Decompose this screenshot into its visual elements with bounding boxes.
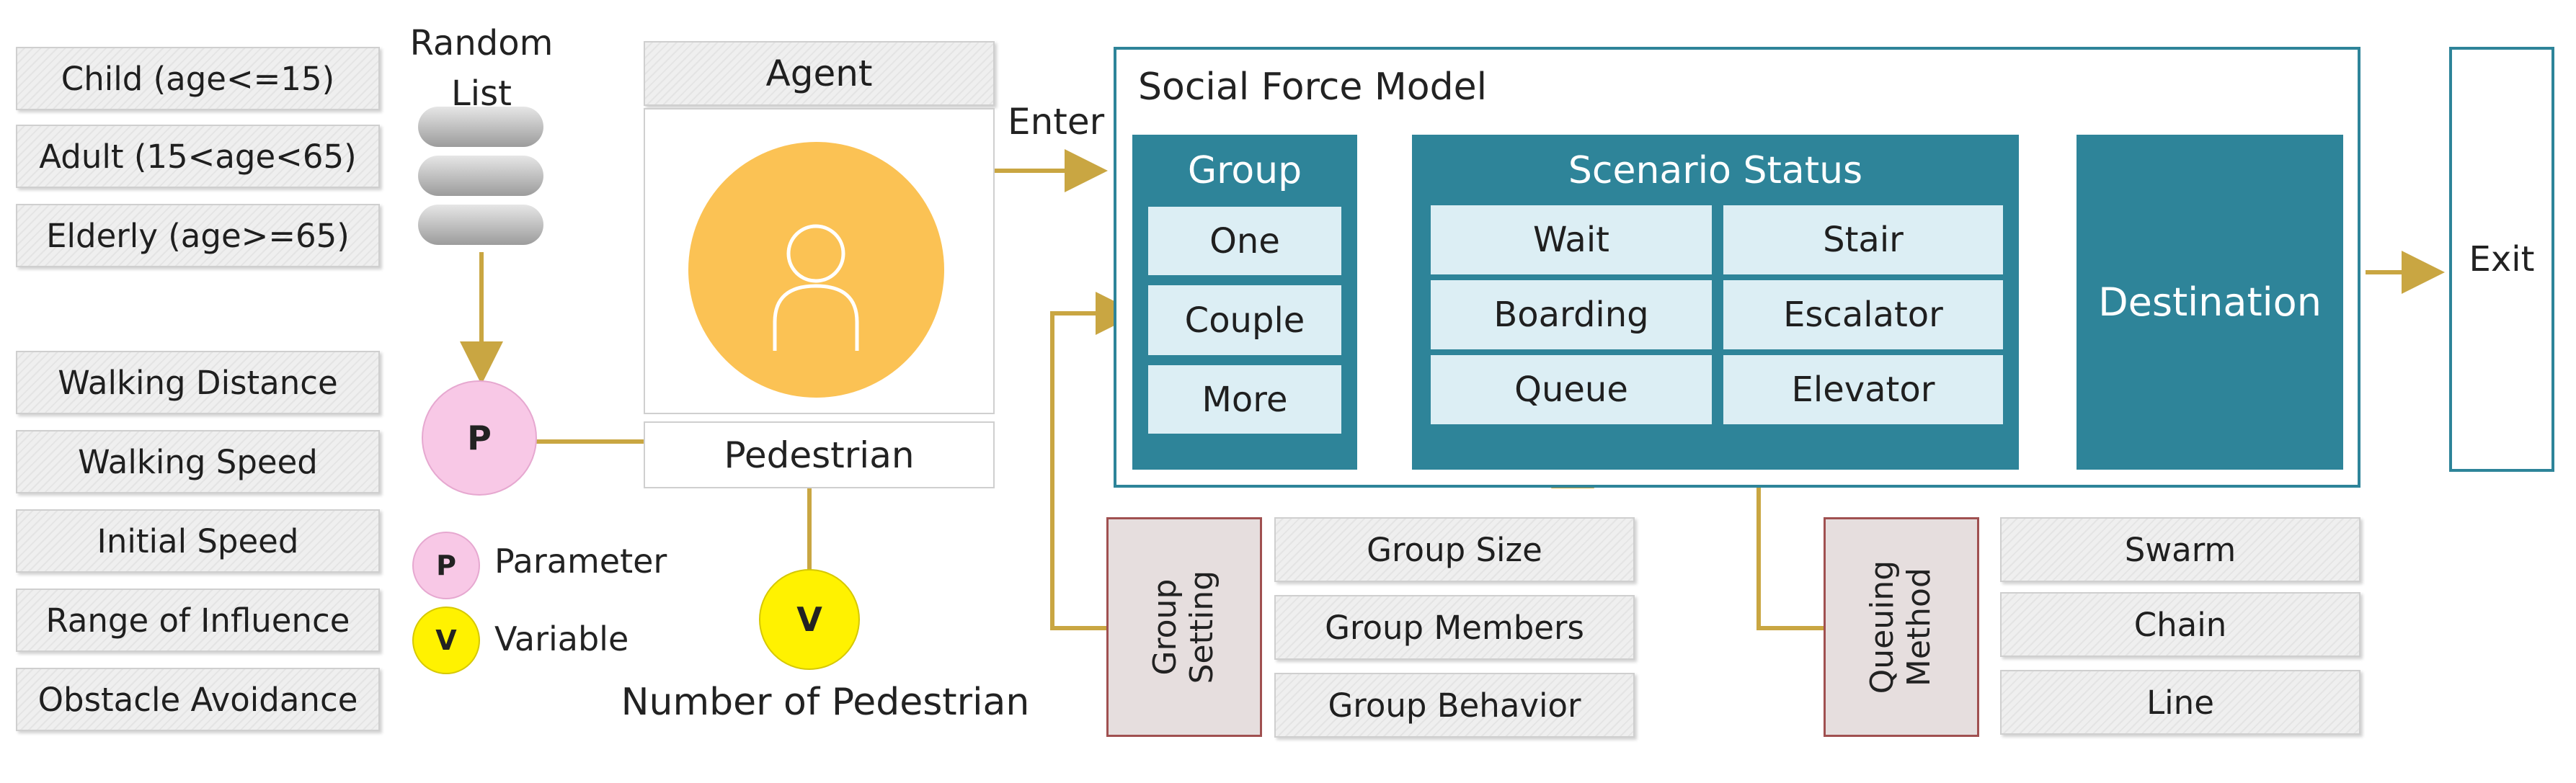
group-setting-title: Group Setting — [1147, 571, 1220, 684]
param-obstacle-avoidance: Obstacle Avoidance — [16, 668, 380, 731]
queuing-method-box: Queuing Method — [1824, 517, 1979, 737]
legend-parameter-label: Parameter — [494, 542, 667, 581]
age-group-adult: Adult (15<age<65) — [16, 125, 380, 188]
group-behavior-box: Group Behavior — [1274, 673, 1635, 738]
queuing-method-title-line1: Queuing — [1864, 560, 1901, 694]
number-of-pedestrian-label: Number of Pedestrian — [621, 681, 1030, 724]
legend-variable-symbol: V — [412, 607, 480, 674]
parameter-node: P — [422, 380, 537, 496]
random-list-label-line1: Random — [409, 23, 554, 63]
scenario-wait: Wait — [1431, 205, 1712, 274]
age-group-child: Child (age<=15) — [16, 47, 380, 110]
group-item-one: One — [1148, 207, 1341, 275]
scenario-queue: Queue — [1431, 355, 1712, 424]
age-group-elderly: Elderly (age>=65) — [16, 204, 380, 267]
scenario-status-panel: Scenario Status Wait Boarding Queue Stai… — [1412, 135, 2019, 470]
group-panel: Group One Couple More — [1132, 135, 1357, 470]
param-range-of-influence: Range of Influence — [16, 589, 380, 652]
group-size-box: Group Size — [1274, 517, 1635, 582]
chain-box: Chain — [2000, 592, 2360, 657]
pedestrian-box: Pedestrian — [644, 421, 995, 488]
scenario-escalator: Escalator — [1723, 280, 2003, 349]
legend-parameter-symbol: P — [412, 532, 480, 599]
queuing-method-title-line2: Method — [1901, 567, 1937, 687]
group-item-couple: Couple — [1148, 285, 1341, 355]
scenario-stair: Stair — [1723, 205, 2003, 274]
destination-box: Destination — [2077, 135, 2343, 470]
agent-panel — [644, 108, 995, 414]
param-walking-speed: Walking Speed — [16, 430, 380, 493]
line-box: Line — [2000, 670, 2360, 735]
scenario-status-title: Scenario Status — [1568, 149, 1863, 192]
group-item-more: More — [1148, 365, 1341, 434]
group-members-box: Group Members — [1274, 595, 1635, 660]
social-force-model-panel: Social Force Model Group One Couple More… — [1114, 47, 2360, 488]
person-icon — [773, 224, 859, 351]
group-setting-to-group-connector — [1050, 292, 1139, 630]
param-walking-distance: Walking Distance — [16, 351, 380, 414]
group-setting-title-line1: Group — [1147, 578, 1184, 676]
group-setting-title-line2: Setting — [1183, 570, 1220, 684]
scenario-boarding: Boarding — [1431, 280, 1712, 349]
queuing-method-title: Queuing Method — [1864, 560, 1937, 694]
agent-avatar — [688, 142, 944, 398]
group-title: Group — [1187, 149, 1302, 192]
swarm-box: Swarm — [2000, 517, 2360, 582]
variable-node: V — [759, 569, 860, 670]
agent-title: Agent — [644, 41, 995, 106]
random-list-database-icon — [418, 107, 543, 258]
group-setting-box: Group Setting — [1106, 517, 1262, 737]
exit-box: Exit — [2449, 47, 2554, 472]
enter-label: Enter — [1008, 101, 1105, 143]
legend-variable-label: Variable — [494, 619, 629, 658]
scenario-elevator: Elevator — [1723, 355, 2003, 424]
sfm-title: Social Force Model — [1138, 66, 1488, 109]
param-initial-speed: Initial Speed — [16, 509, 380, 573]
